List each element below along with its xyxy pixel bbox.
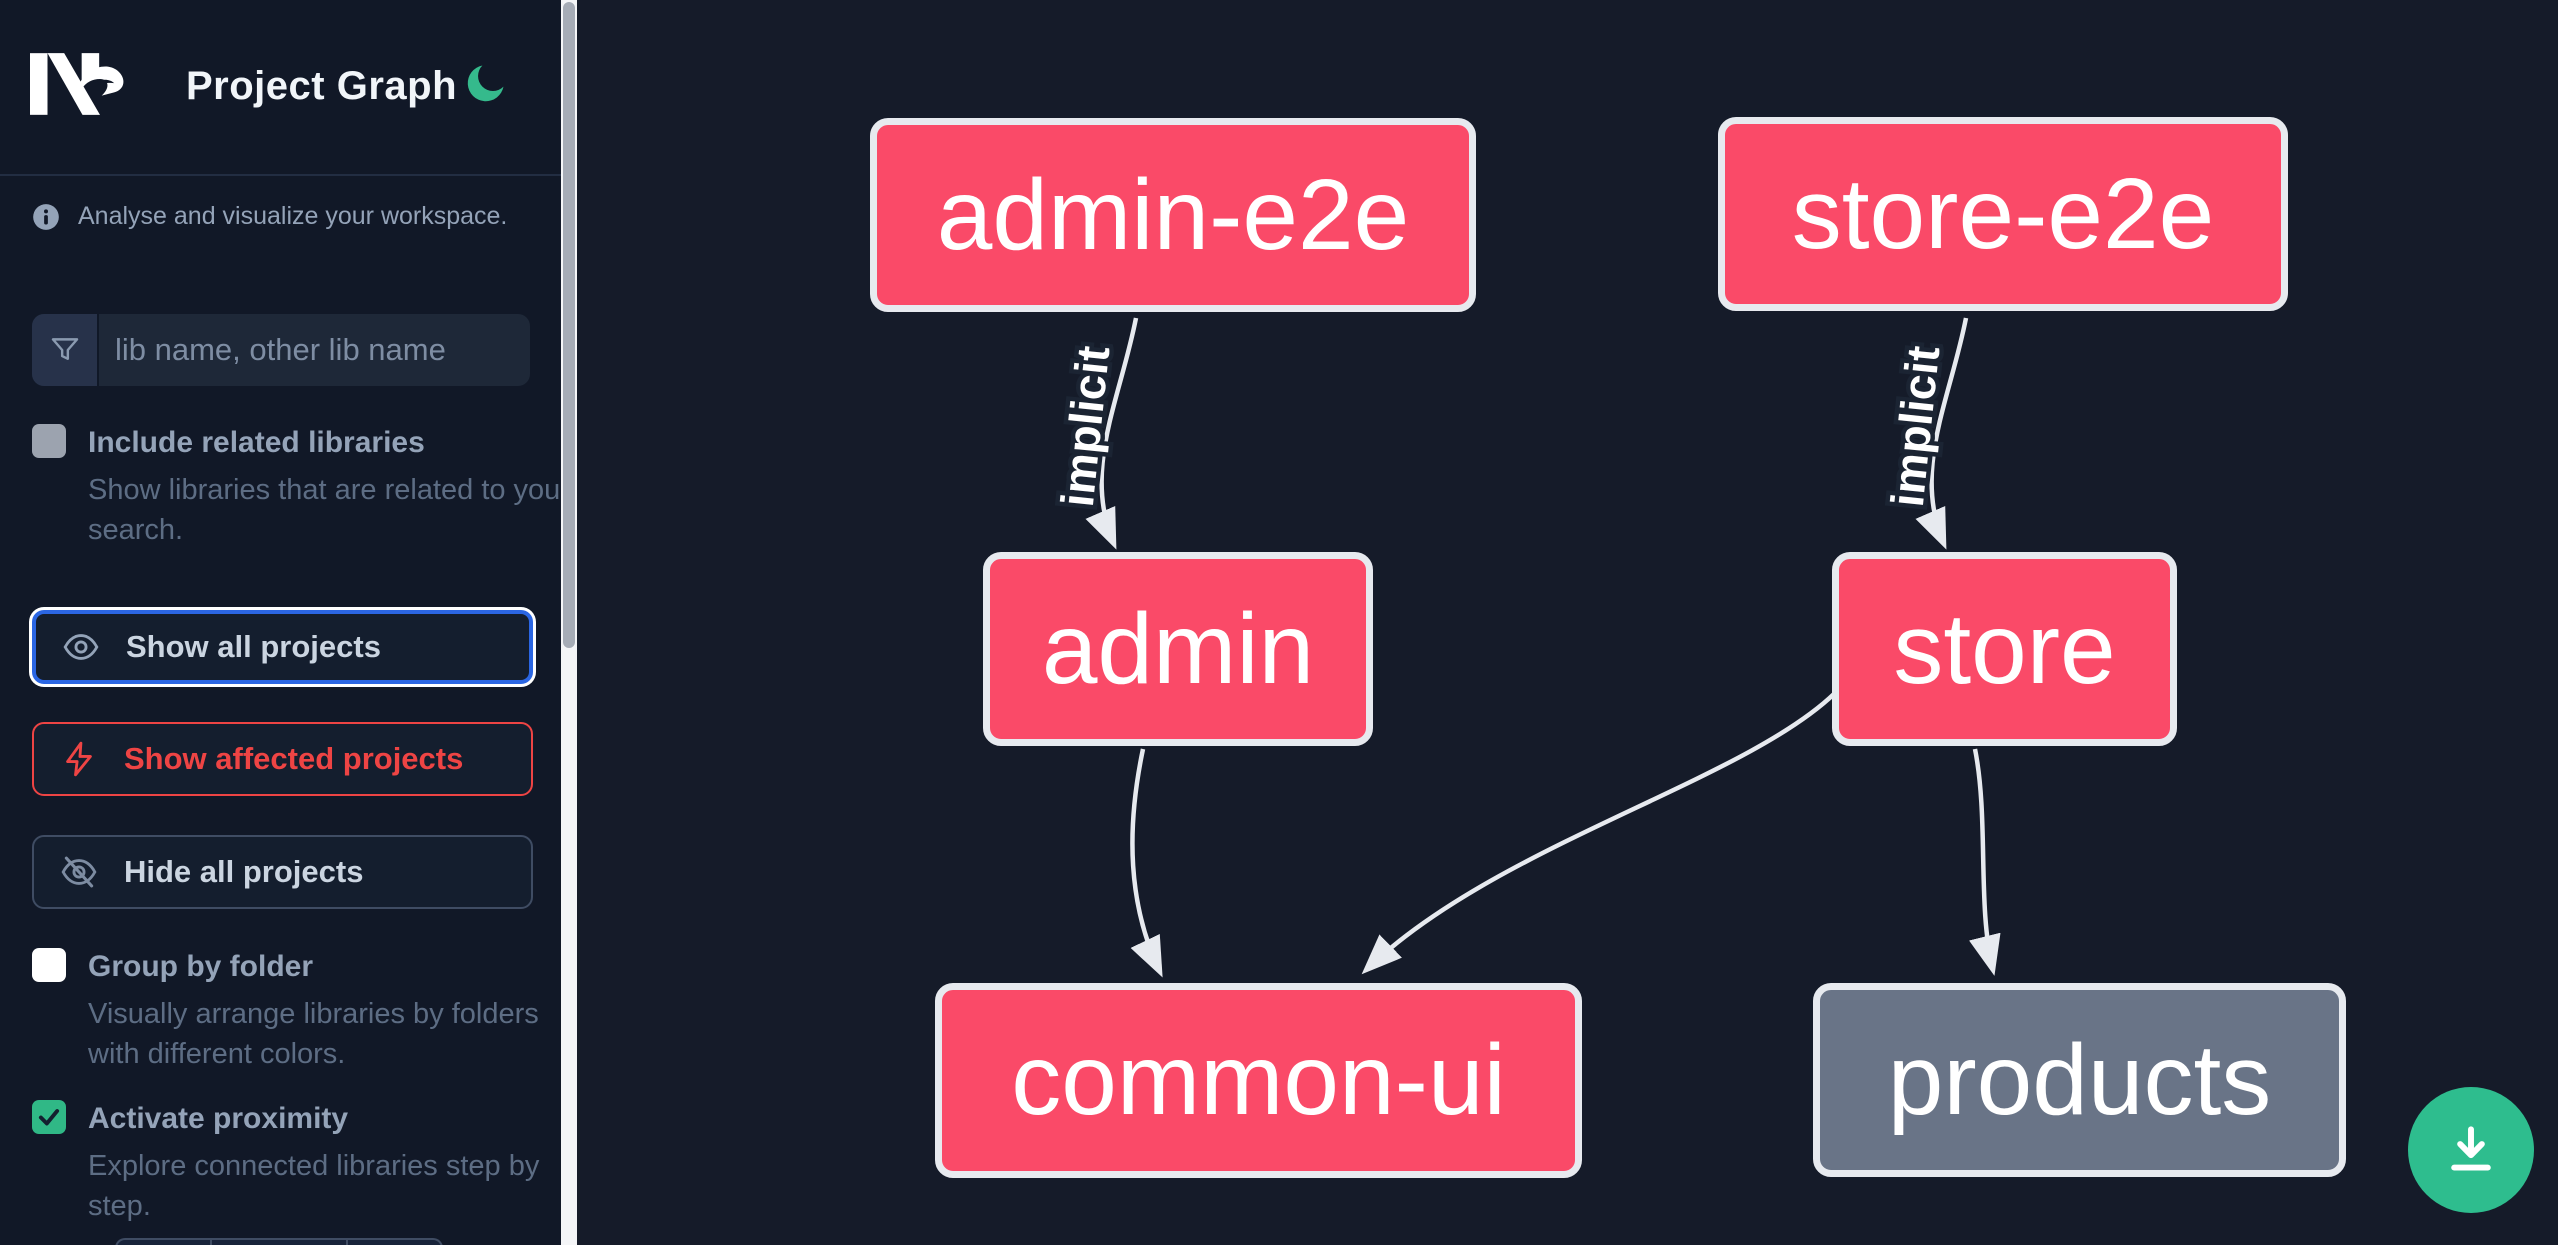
eye-off-icon — [61, 856, 97, 888]
edge-store-e2e-to-store — [1915, 317, 1969, 550]
project-node-admin-e2e[interactable]: admin-e2e — [870, 118, 1476, 312]
filter-box — [32, 314, 530, 386]
option-description: Explore connected libraries step by step… — [88, 1150, 540, 1222]
eye-icon — [63, 634, 99, 660]
filter-input[interactable] — [99, 314, 530, 386]
option-description: Show libraries that are related to your … — [88, 474, 570, 546]
theme-toggle-button[interactable] — [462, 58, 512, 108]
edge-store-to-common-ui — [1361, 691, 1837, 975]
proximity-value — [210, 1238, 348, 1245]
page-title: Project Graph — [186, 64, 458, 108]
sidebar-scrollbar-track[interactable] — [561, 0, 577, 1245]
project-node-store-e2e[interactable]: store-e2e — [1718, 117, 2288, 311]
proximity-decrement-button[interactable] — [115, 1238, 210, 1245]
project-node-admin[interactable]: admin — [983, 552, 1373, 746]
option-label[interactable]: Activate proximity — [88, 1102, 349, 1135]
info-icon — [33, 203, 59, 230]
checkbox-include-related-libraries[interactable] — [32, 424, 66, 458]
checkbox-group-by-folder[interactable] — [32, 948, 66, 982]
show-affected-projects-button[interactable]: Show affected projects — [32, 722, 533, 796]
edge-admin-e2e-to-admin — [1085, 317, 1139, 550]
project-node-common-ui[interactable]: common-ui — [935, 983, 1582, 1178]
nx-logo — [30, 53, 124, 115]
proximity-stepper — [115, 1238, 443, 1245]
project-graph-canvas[interactable]: implicit implicit admin-e2e store-e2e ad… — [577, 0, 2558, 1245]
option-description: Visually arrange libraries by folders wi… — [88, 998, 539, 1070]
dependency-edges: implicit implicit — [1046, 317, 2001, 978]
edge-admin-to-common-ui — [1130, 748, 1163, 978]
proximity-increment-button[interactable] — [348, 1238, 443, 1245]
header-divider — [0, 174, 561, 176]
hide-all-projects-label: Hide all projects — [124, 854, 364, 889]
download-image-button[interactable] — [2408, 1087, 2534, 1213]
edge-label-implicit: implicit — [1881, 344, 1950, 510]
tagline-row: Analyse and visualize your workspace. — [32, 202, 507, 231]
download-icon — [2451, 1126, 2491, 1171]
show-all-projects-label: Show all projects — [126, 629, 381, 664]
show-all-projects-button[interactable]: Show all projects — [32, 610, 533, 684]
hide-all-projects-button[interactable]: Hide all projects — [32, 835, 533, 909]
sidebar: Project Graph Analyse and visualize your… — [0, 0, 577, 1245]
show-affected-projects-label: Show affected projects — [124, 741, 464, 776]
edge-store-to-products — [1969, 748, 2001, 976]
lightning-bolt-icon — [66, 741, 92, 777]
checkbox-activate-proximity[interactable] — [32, 1100, 66, 1134]
check-icon — [38, 1109, 60, 1126]
option-label[interactable]: Group by folder — [88, 950, 313, 983]
tagline-text: Analyse and visualize your workspace. — [78, 202, 508, 230]
moon-icon — [467, 65, 504, 101]
project-node-products[interactable]: products — [1813, 983, 2346, 1177]
project-node-store[interactable]: store — [1832, 552, 2177, 746]
option-label[interactable]: Include related libraries — [88, 426, 425, 459]
sidebar-scrollbar-thumb[interactable] — [563, 2, 575, 648]
funnel-icon — [51, 338, 78, 360]
filter-icon-cell — [32, 314, 99, 386]
edge-label-implicit: implicit — [1051, 344, 1120, 510]
